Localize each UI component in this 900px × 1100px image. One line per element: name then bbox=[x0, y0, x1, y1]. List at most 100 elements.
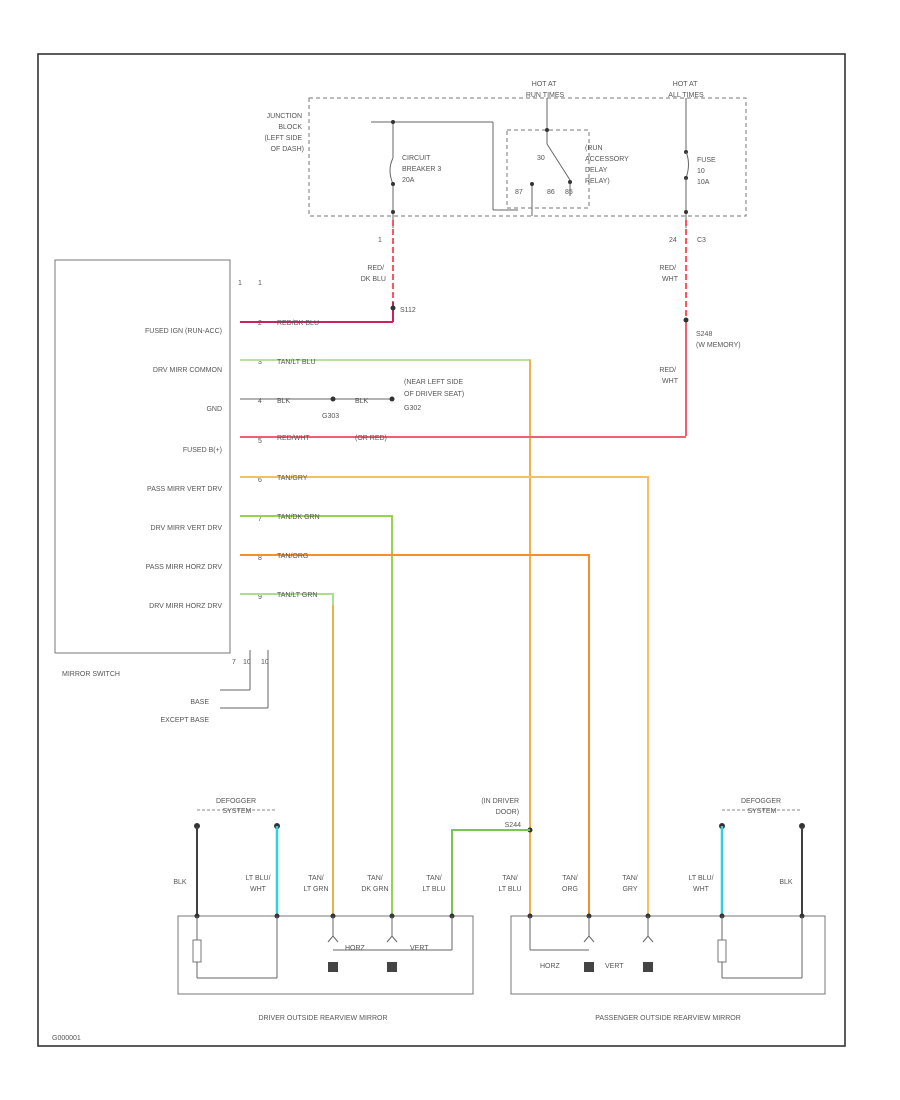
switch-pin-numbers: 2 3 4 5 6 7 8 9 bbox=[258, 320, 262, 601]
switch-top-pin-a: 1 bbox=[238, 280, 242, 287]
wire-pin3 bbox=[240, 359, 531, 916]
relay-pin-85: 85 bbox=[565, 189, 573, 196]
mirror-switch-name: MIRROR SWITCH bbox=[62, 671, 120, 678]
ground-g302 bbox=[389, 396, 395, 402]
switch-pin-6: 6 bbox=[258, 477, 262, 484]
svg-text:TAN/LT BLU: TAN/LT BLU bbox=[422, 875, 445, 893]
driver-motors bbox=[327, 916, 453, 972]
switch-pin-9: 9 bbox=[258, 594, 262, 601]
junction-block-label: JUNCTION BLOCK (LEFT SIDE OF DASH) bbox=[264, 113, 304, 153]
passenger-horz-label: HORZ bbox=[540, 963, 561, 970]
passenger-mirror-name: PASSENGER OUTSIDE REARVIEW MIRROR bbox=[595, 1015, 741, 1022]
switch-pin-2: 2 bbox=[258, 320, 262, 327]
passenger-motors bbox=[529, 916, 654, 972]
svg-text:TAN/GRY: TAN/GRY bbox=[622, 875, 638, 893]
switch-func-7: DRV MIRR HORZ DRV bbox=[149, 603, 222, 610]
svg-text:BLK: BLK bbox=[173, 879, 187, 886]
footer-code: G000001 bbox=[52, 1035, 81, 1042]
wire-pin3-label: TAN/LT BLU bbox=[277, 359, 316, 366]
switch-top-pin-b: 1 bbox=[258, 280, 262, 287]
switch-pin-5: 5 bbox=[258, 438, 262, 445]
svg-text:TAN/LT BLU: TAN/LT BLU bbox=[498, 875, 521, 893]
splice-s248-label: S248 (W MEMORY) bbox=[696, 331, 741, 349]
circuit-breaker-label: CIRCUIT BREAKER 3 20A bbox=[402, 155, 443, 184]
relay-contacts bbox=[530, 98, 572, 216]
wire-pin2-label: RED/DK BLU bbox=[277, 320, 319, 327]
fuse-10 bbox=[684, 98, 689, 228]
switch-pin-4: 4 bbox=[258, 398, 262, 405]
ground-g302-loc: (NEAR LEFT SIDE OF DRIVER SEAT) G302 bbox=[404, 379, 466, 412]
passenger-mirror-wire-labels: TAN/LT BLU TAN/ORG TAN/GRY LT BLU/WHT BL… bbox=[498, 875, 792, 893]
switch-pin-7: 7 bbox=[258, 516, 262, 523]
svg-text:LT BLU/WHT: LT BLU/WHT bbox=[245, 875, 270, 893]
splice-s112-label: S112 bbox=[400, 307, 416, 314]
wire-pin8-label: TAN/ORG bbox=[277, 553, 308, 560]
svg-text:TAN/LT GRN: TAN/LT GRN bbox=[303, 875, 328, 893]
switch-func-0: FUSED IGN (RUN-ACC) bbox=[145, 328, 222, 335]
driver-heater-element bbox=[192, 916, 278, 979]
svg-text:BLK: BLK bbox=[779, 879, 793, 886]
wire-red-wht-mid-label: RED/ WHT bbox=[659, 367, 678, 385]
switch-bottom-pin-10a: 10 bbox=[243, 659, 251, 666]
switch-func-6: PASS MIRR HORZ DRV bbox=[146, 564, 223, 571]
wire-blk-ground-label: BLK bbox=[355, 398, 369, 405]
passenger-vert-label: VERT bbox=[605, 963, 624, 970]
mirror-switch-box bbox=[54, 259, 231, 654]
wire-pin9-label: TAN/LT GRN bbox=[277, 592, 317, 599]
hot-run-label: HOT AT RUN TIMES bbox=[526, 81, 565, 99]
relay-outline bbox=[506, 129, 590, 209]
ground-g303 bbox=[330, 396, 336, 402]
switch-func-3: FUSED B(+) bbox=[183, 447, 222, 454]
switch-bottom-pin-7: 7 bbox=[232, 659, 236, 666]
wire-red-dk-blu-label: RED/ DK BLU bbox=[361, 265, 386, 283]
splice-s248 bbox=[683, 317, 689, 323]
circuit-breaker bbox=[371, 120, 518, 228]
defogger-right-label: DEFOGGER SYSTEM bbox=[741, 798, 783, 815]
relay-pin-86: 86 bbox=[547, 189, 555, 196]
splice-s112 bbox=[390, 305, 396, 311]
junction-block-outline bbox=[308, 97, 747, 217]
fuse-label: FUSE 10 10A bbox=[697, 157, 718, 186]
wire-pin6-label: TAN/GRY bbox=[277, 475, 308, 482]
wire-pin4-label: BLK bbox=[277, 398, 291, 405]
switch-function-labels: FUSED IGN (RUN-ACC) DRV MIRR COMMON GND … bbox=[145, 328, 222, 610]
driver-door-label: (IN DRIVER DOOR) S244 bbox=[481, 798, 521, 829]
svg-text:TAN/ORG: TAN/ORG bbox=[562, 875, 578, 893]
defogger-left-label: DEFOGGER SYSTEM bbox=[216, 798, 258, 815]
switch-func-5: DRV MIRR VERT DRV bbox=[151, 525, 223, 532]
wire-pin5-right: (OR RED) bbox=[355, 435, 387, 442]
switch-func-1: DRV MIRR COMMON bbox=[153, 367, 222, 374]
svg-text:LT BLU/WHT: LT BLU/WHT bbox=[688, 875, 713, 893]
pin-fuse: 24 bbox=[669, 237, 677, 244]
except-base-label: EXCEPT BASE bbox=[160, 717, 209, 724]
wire-pin5-label: RED/WHT bbox=[277, 435, 310, 442]
relay-label: (RUN ACCESSORY DELAY RELAY) bbox=[585, 145, 631, 185]
passenger-heater-element bbox=[717, 916, 803, 979]
svg-text:TAN/DK GRN: TAN/DK GRN bbox=[361, 875, 388, 893]
passenger-mirror-box bbox=[510, 915, 826, 995]
diagram-frame bbox=[37, 53, 846, 1047]
wire-pin9 bbox=[240, 593, 334, 916]
wire-s244-to-driver bbox=[451, 829, 530, 916]
switch-func-4: PASS MIRR VERT DRV bbox=[147, 486, 222, 493]
driver-mirror-box bbox=[177, 915, 474, 995]
driver-mirror-wire-labels: BLK LT BLU/WHT TAN/LT GRN TAN/DK GRN TAN… bbox=[173, 875, 445, 893]
switch-bottom-pin-10b: 10 bbox=[261, 659, 269, 666]
wire-red-wht-top-label: RED/ WHT bbox=[659, 265, 678, 283]
switch-func-2: GND bbox=[206, 406, 222, 413]
conn-fuse: C3 bbox=[697, 237, 706, 244]
wire-pin6 bbox=[240, 476, 649, 916]
base-label: BASE bbox=[190, 699, 209, 706]
wire-pin8 bbox=[240, 554, 590, 916]
wire-pin7 bbox=[240, 515, 393, 916]
wire-pin7-label: TAN/DK GRN bbox=[277, 514, 320, 521]
driver-horz-label: HORZ bbox=[345, 945, 366, 952]
relay-pin-87: 87 bbox=[515, 189, 523, 196]
hot-all-label: HOT AT ALL TIMES bbox=[668, 81, 704, 99]
driver-mirror-name: DRIVER OUTSIDE REARVIEW MIRROR bbox=[259, 1015, 388, 1022]
relay-pin-30: 30 bbox=[537, 155, 545, 162]
switch-pin-8: 8 bbox=[258, 555, 262, 562]
switch-pin-3: 3 bbox=[258, 359, 262, 366]
ground-g303-label: G303 bbox=[322, 413, 339, 420]
